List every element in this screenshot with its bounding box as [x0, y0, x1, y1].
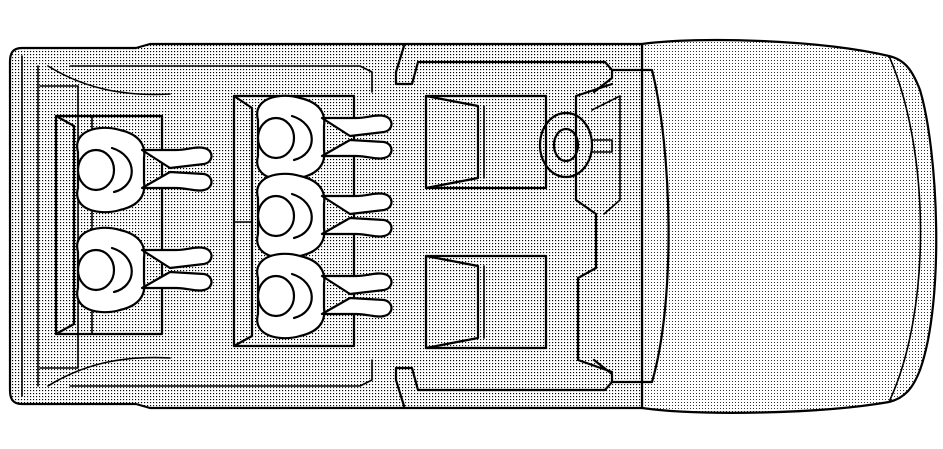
- occupant-head: [76, 248, 116, 292]
- occupant-leg: [140, 146, 213, 170]
- occupant-leg: [320, 296, 393, 318]
- occupant-head: [76, 148, 116, 192]
- dashboard-console: [574, 82, 614, 374]
- occupant-second-row-1: [256, 94, 393, 182]
- occupant-head: [256, 274, 296, 318]
- dashboard-outline: [610, 68, 670, 384]
- occupant-leg: [320, 216, 393, 238]
- dashboard-inner: [591, 95, 621, 215]
- occupant-third-row-1: [76, 126, 213, 214]
- steering-wheel: [538, 111, 594, 179]
- front-seat-passenger: [424, 254, 548, 350]
- occupant-head: [256, 194, 296, 238]
- occupant-leg: [320, 272, 393, 296]
- front-seat-driver: [424, 94, 548, 190]
- occupant-leg: [320, 138, 393, 160]
- bottom-rail: [69, 359, 373, 387]
- vehicle-hood: [640, 38, 938, 414]
- hood-crease: [888, 55, 922, 403]
- occupant-arm: [110, 146, 133, 194]
- steering-wheel-hub: [552, 127, 580, 163]
- rear-wheel-arc-bottom: [47, 356, 171, 387]
- occupant-second-row-3: [256, 252, 393, 340]
- occupant-head: [256, 116, 296, 160]
- second-row-bench: [232, 94, 356, 348]
- occupant-leg: [320, 114, 393, 138]
- top-rail: [69, 65, 373, 93]
- occupant-leg: [140, 270, 213, 292]
- occupant-leg: [320, 192, 393, 216]
- occupant-leg: [140, 170, 213, 192]
- b-pillar-top: [394, 44, 614, 94]
- rear-wheel-arc-top: [47, 65, 171, 96]
- occupant-leg: [140, 246, 213, 270]
- b-pillar-bottom: [394, 358, 614, 408]
- vehicle-body: [8, 42, 644, 410]
- occupant-second-row-2: [256, 172, 393, 260]
- occupant-arm: [290, 192, 313, 240]
- rear-cargo-frame: [39, 85, 79, 369]
- occupant-arm: [290, 272, 313, 320]
- occupant-arm: [110, 246, 133, 294]
- occupant-arm: [290, 114, 313, 162]
- steering-column: [591, 139, 613, 153]
- occupant-third-row-2: [76, 226, 213, 314]
- occupants-layer: [76, 94, 393, 340]
